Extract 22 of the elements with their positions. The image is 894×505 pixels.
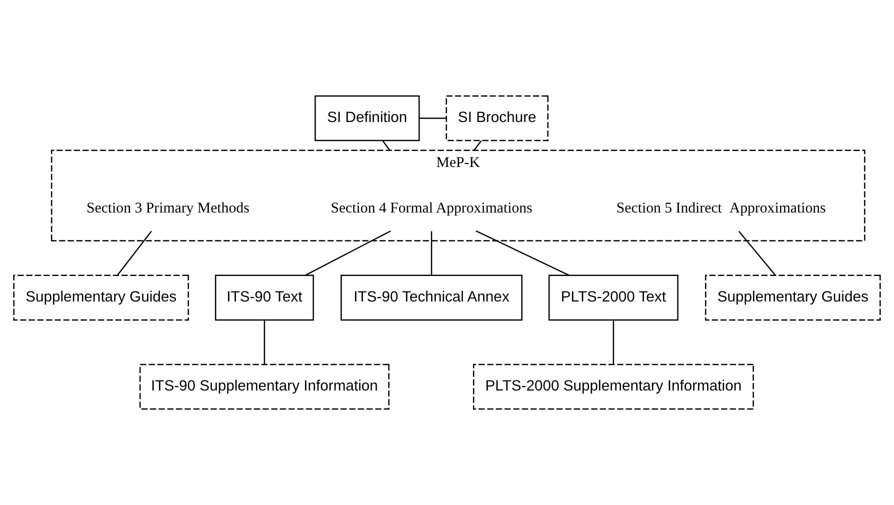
connector <box>305 230 391 276</box>
connector <box>419 118 446 119</box>
connector <box>430 231 432 276</box>
node-text: Section 5 Indirect Approximations <box>616 200 826 216</box>
node-box: Supplementary Guides <box>13 274 189 321</box>
node-box: ITS-90 Supplementary Information <box>139 364 390 410</box>
node-text: Section 4 Formal Approximations <box>330 200 532 216</box>
node-box: Supplementary Guides <box>705 274 881 321</box>
connector <box>264 320 266 364</box>
connector <box>738 230 776 276</box>
connector <box>612 320 614 364</box>
connector <box>476 230 570 276</box>
node-box: ITS-90 Text <box>214 274 314 321</box>
node-box: ITS-90 Technical Annex <box>340 274 522 321</box>
connector <box>116 230 152 276</box>
connector <box>474 140 482 151</box>
connector <box>382 140 390 151</box>
node-box: SI Definition <box>314 95 420 142</box>
node-box: SI Brochure <box>446 95 548 142</box>
node-box: PLTS-2000 Text <box>548 274 678 321</box>
node-box: PLTS-2000 Supplementary Information <box>472 364 754 410</box>
node-text: Section 3 Primary Methods <box>86 200 250 216</box>
